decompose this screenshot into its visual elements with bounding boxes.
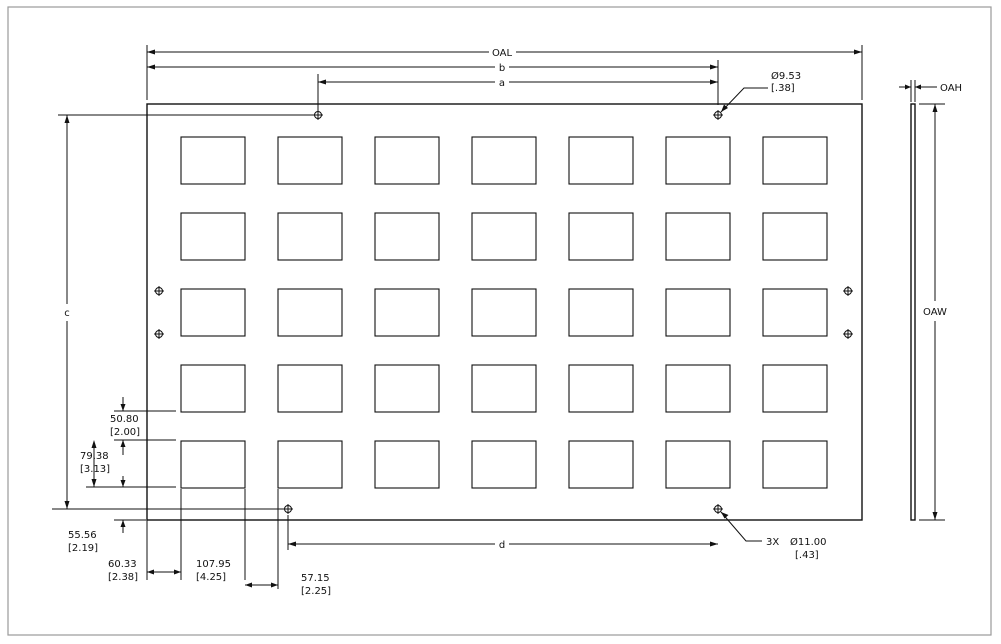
label-oaw: OAW [923,307,947,318]
cutout [180,288,246,337]
cutout [762,136,828,185]
cutout [665,212,731,261]
gap-h-in: [2.25] [301,586,331,597]
mounting-hole [843,329,853,339]
mounting-hole [154,286,164,296]
cutout [762,288,828,337]
cutout [374,364,440,413]
mounting-hole [843,286,853,296]
bottom-hole-diameter-in: [.43] [795,550,819,561]
cutout [277,136,343,185]
label-d: d [499,540,505,551]
cutout-grid [180,136,828,489]
cutout [762,212,828,261]
cutout [568,136,634,185]
cutout [665,364,731,413]
cutout [374,288,440,337]
dimension-horizontal-gap: 57.15 [2.25] [245,573,331,597]
side-view: OAH OAW [899,80,962,521]
top-hole-diameter-mm: Ø9.53 [771,70,801,82]
mounting-hole [313,110,323,120]
mounting-hole [154,329,164,339]
bottom-margin-mm: 55.56 [68,530,97,541]
label-oal: OAL [492,48,513,59]
cutout [180,212,246,261]
dimension-a: a [317,74,718,110]
cutout [568,364,634,413]
cut-w-mm: 107.95 [196,559,231,570]
dimension-d: d [287,515,718,551]
extension-lines [146,489,279,589]
cutout [180,364,246,413]
left-margin-mm: 60.33 [108,559,137,570]
gap-v-in: [2.00] [110,427,140,438]
bottom-margin-in: [2.19] [68,543,98,554]
cutout [180,440,246,489]
cutout [665,136,731,185]
cutout [277,364,343,413]
dimension-cutout-width: 107.95 [4.25] [196,559,231,583]
cutout [762,364,828,413]
dimension-left-margin: 60.33 [2.38] [108,559,181,583]
plate-outline [146,103,863,521]
bottom-hole-qty: 3X [766,537,779,548]
top-hole-callout: Ø9.53 [.38] [720,70,801,113]
top-hole-diameter-in: [.38] [771,83,795,94]
cutout [180,136,246,185]
mounting-hole [713,110,723,120]
cutout [471,288,537,337]
cutout [277,440,343,489]
label-c: c [64,308,70,319]
cutout [568,440,634,489]
label-b: b [499,63,505,74]
cutout [471,212,537,261]
cutout [374,212,440,261]
mounting-hole [713,504,723,514]
left-margin-in: [2.38] [108,572,138,583]
cutout [762,440,828,489]
cutout [665,440,731,489]
label-oah: OAH [940,83,962,94]
cutout [374,136,440,185]
cut-h-in: [3.13] [80,464,110,475]
dimension-bottom-margin: 55.56 [2.19] [68,476,146,554]
cutout [277,288,343,337]
cutout [471,440,537,489]
bottom-hole-diameter-mm: Ø11.00 [790,536,827,548]
cutout [374,440,440,489]
cutout [665,288,731,337]
mounting-holes [154,110,853,514]
bottom-hole-callout: 3X Ø11.00 [.43] [720,511,827,561]
mounting-hole [283,504,293,514]
dimension-c: c [52,114,314,510]
cutout [471,136,537,185]
cutout [471,364,537,413]
gap-h-mm: 57.15 [301,573,330,584]
dimension-vertical-gap: 50.80 [2.00] [110,397,176,455]
side-view-plate [910,103,916,521]
cutout [568,212,634,261]
cutout [277,212,343,261]
label-a: a [499,78,505,89]
gap-v-mm: 50.80 [110,414,139,425]
dimension-oal: OAL [146,45,863,100]
cutout [568,288,634,337]
dimension-cutout-height: 79.38 [3.13] [80,440,176,488]
cut-w-in: [4.25] [196,572,226,583]
drawing-border [7,6,992,636]
cut-h-mm: 79.38 [80,451,109,462]
